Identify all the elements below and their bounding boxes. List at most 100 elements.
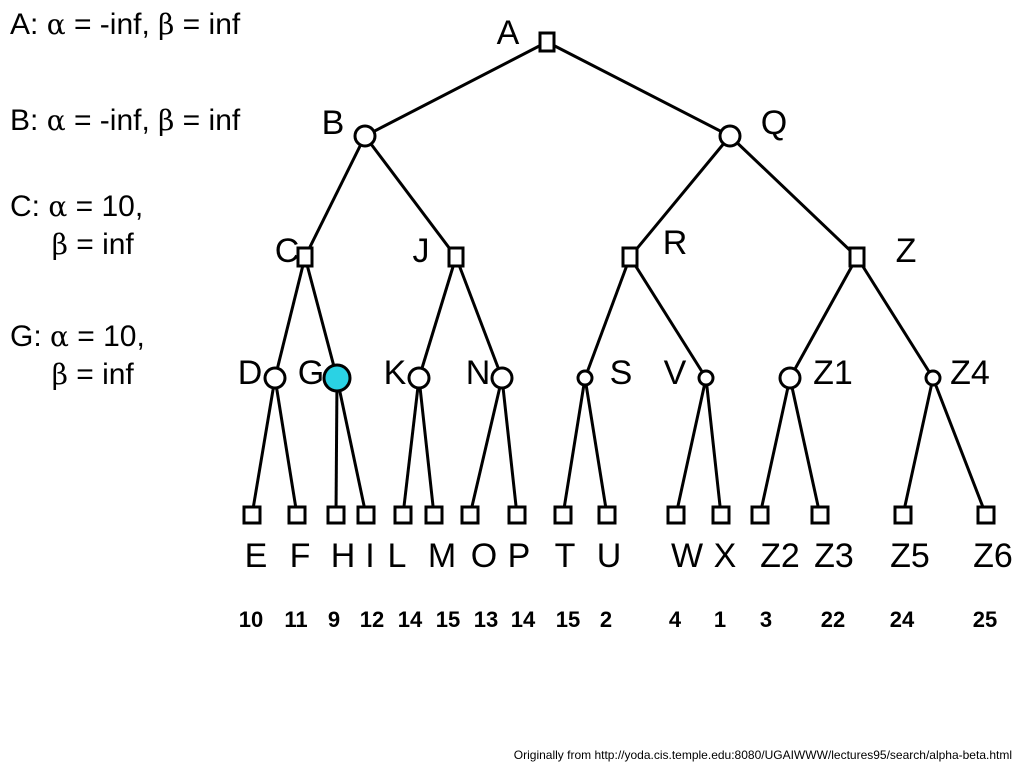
leaf-value-l: 14: [398, 607, 423, 632]
edge-z-z4: [855, 256, 935, 379]
edge-q-z: [728, 134, 859, 259]
leaf-value-w: 4: [669, 607, 682, 632]
node-h: [326, 505, 346, 525]
edge-k-l: [401, 377, 421, 516]
leaf-value-z3: 22: [821, 607, 845, 632]
alpha-value: = 10,: [68, 320, 145, 353]
edge-a-q: [546, 40, 731, 138]
node-label-r: R: [663, 224, 688, 262]
alpha-value: = -inf,: [65, 104, 159, 137]
node-i: [356, 505, 376, 525]
node-g: [322, 363, 352, 393]
edge-d-e: [250, 377, 277, 516]
edge-n-o: [468, 377, 504, 516]
node-z6: [976, 505, 996, 525]
leaf-value-u: 2: [600, 607, 612, 632]
edge-z-z1: [788, 256, 859, 379]
leaf-label-e: E: [245, 537, 268, 575]
alpha-symbol: α: [48, 190, 68, 223]
annotation-line: C: α = 10,: [10, 188, 143, 226]
node-n: [490, 366, 514, 390]
node-u: [597, 505, 617, 525]
edge-n-p: [500, 377, 519, 516]
edge-d-f: [273, 377, 299, 516]
leaf-value-h: 9: [328, 607, 340, 632]
edge-g-i: [335, 377, 368, 516]
leaf-label-z6: Z6: [973, 537, 1013, 575]
leaf-label-l: L: [388, 537, 407, 575]
node-l: [393, 505, 413, 525]
node-z: [848, 246, 866, 268]
alpha-symbol: α: [50, 320, 69, 353]
node-z4: [924, 369, 942, 387]
edge-g-h: [334, 377, 339, 516]
leaf-label-f: F: [290, 537, 311, 575]
annotation-line: B: α = -inf, β = inf: [10, 102, 240, 140]
node-label-q: Q: [761, 104, 787, 142]
beta-value: = inf: [174, 8, 241, 41]
edge-z4-z5: [901, 377, 935, 516]
node-label-d: D: [238, 354, 263, 392]
edge-z4-z6: [931, 377, 988, 516]
node-label-v: V: [664, 354, 687, 392]
leaf-value-p: 14: [511, 607, 536, 632]
leaf-label-p: P: [508, 537, 531, 575]
edge-k-m: [417, 377, 436, 516]
edge-a-b: [364, 40, 548, 138]
edge-v-w: [674, 377, 708, 516]
beta-value: = inf: [67, 358, 134, 391]
alpha-symbol: α: [46, 104, 66, 137]
leaf-label-u: U: [597, 537, 622, 575]
leaf-value-m: 15: [436, 607, 460, 632]
leaf-label-w: W: [671, 537, 703, 575]
annotation-prefix: G:: [10, 320, 51, 353]
node-label-j: J: [413, 232, 430, 270]
annotation-line: A: α = -inf, β = inf: [10, 6, 240, 44]
annotation-a: A: α = -inf, β = inf: [10, 6, 240, 44]
beta-symbol: β: [158, 8, 175, 41]
node-p: [507, 505, 527, 525]
node-label-z: Z: [896, 232, 917, 270]
node-a: [538, 31, 556, 53]
leaf-value-z5: 24: [890, 607, 915, 632]
beta-value: = inf: [174, 104, 241, 137]
node-z3: [810, 505, 830, 525]
node-w: [666, 505, 686, 525]
annotation-prefix: [10, 228, 52, 261]
node-label-z4: Z4: [950, 354, 990, 392]
edge-b-c: [303, 135, 367, 258]
annotation-line: β = inf: [10, 226, 143, 264]
leaf-label-t: T: [555, 537, 576, 575]
edge-q-r: [628, 135, 732, 258]
node-label-s: S: [610, 354, 633, 392]
node-o: [460, 505, 480, 525]
leaf-label-i: I: [365, 537, 374, 575]
node-d: [263, 366, 287, 390]
leaf-label-m: M: [428, 537, 456, 575]
annotation-prefix: B:: [10, 104, 47, 137]
annotation-prefix: [10, 358, 52, 391]
node-b: [353, 124, 377, 148]
node-r: [621, 246, 639, 268]
node-label-a: A: [497, 14, 520, 52]
node-label-b: B: [322, 104, 345, 142]
node-z5: [893, 505, 913, 525]
node-f: [287, 505, 307, 525]
node-z2: [750, 505, 770, 525]
leaf-value-i: 12: [360, 607, 384, 632]
edge-v-x: [704, 377, 723, 516]
edge-r-v: [628, 256, 708, 379]
beta-symbol: β: [51, 358, 68, 391]
node-label-z1: Z1: [813, 354, 853, 392]
node-label-c: C: [275, 232, 300, 270]
edge-c-g: [303, 256, 339, 379]
annotation-prefix: C:: [10, 190, 49, 223]
leaf-value-e: 10: [239, 607, 263, 632]
edge-j-k: [417, 256, 458, 379]
leaf-label-o: O: [471, 537, 497, 575]
leaf-label-x: X: [714, 537, 737, 575]
leaf-value-z6: 25: [973, 607, 997, 632]
node-z1: [778, 366, 802, 390]
beta-symbol: β: [158, 104, 175, 137]
node-x: [711, 505, 731, 525]
